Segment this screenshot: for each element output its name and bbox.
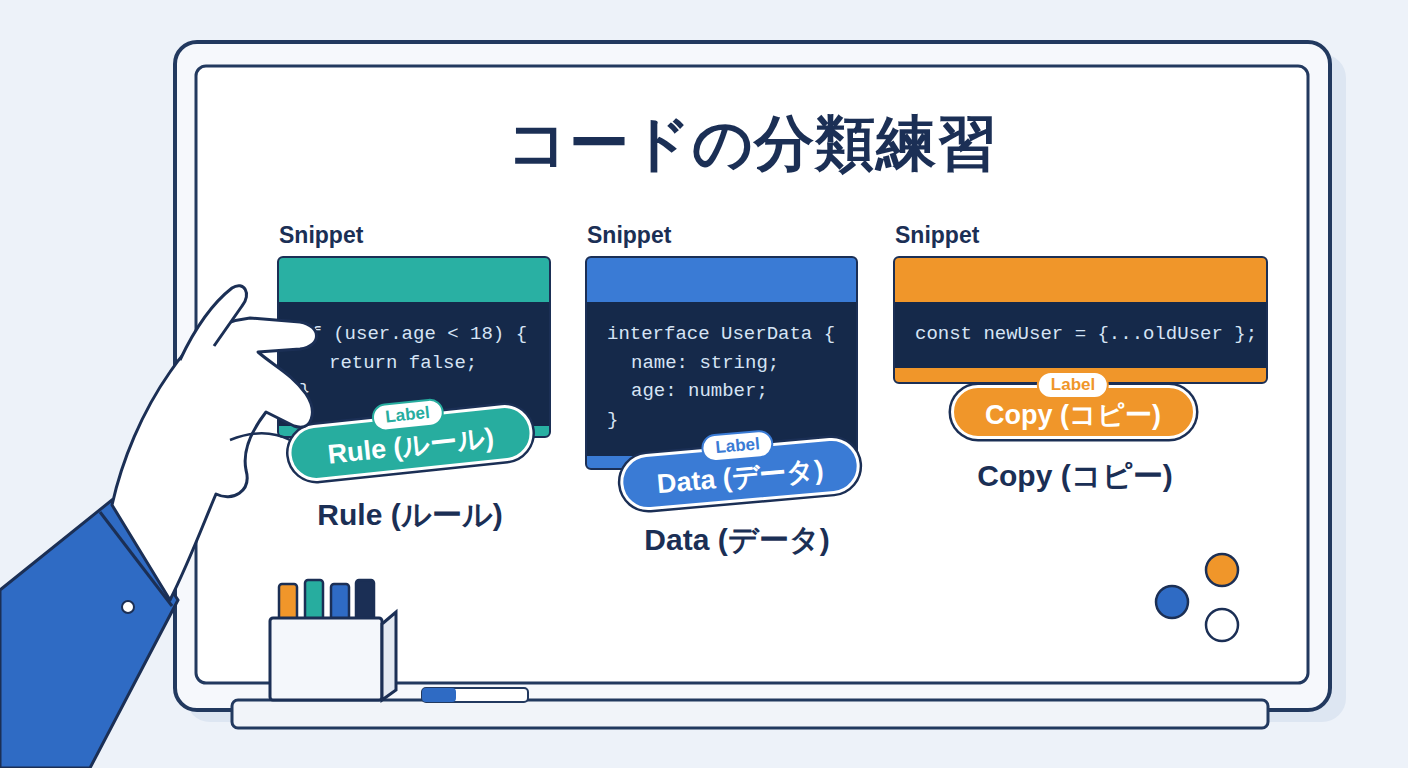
hand <box>112 318 317 600</box>
category-caption: Data (データ) <box>644 520 829 561</box>
snippet-header-band <box>895 258 1266 302</box>
magnet <box>1206 554 1238 586</box>
board-shadow <box>186 54 1346 722</box>
cuff-button <box>122 601 134 613</box>
label-pill: LabelCopy (コピー) <box>951 385 1196 439</box>
pen-cup <box>270 580 396 700</box>
category-caption: Rule (ルール) <box>317 495 502 536</box>
code-line: } <box>607 406 856 435</box>
magnet <box>1156 586 1188 618</box>
code-body: interface UserData {name: string;age: nu… <box>587 320 856 434</box>
code-line: age: number; <box>607 377 856 406</box>
eraser <box>422 688 528 702</box>
cup <box>270 618 382 700</box>
snippet-header-band <box>279 258 549 302</box>
eraser-handle <box>422 688 456 702</box>
code-line: return false; <box>299 349 549 378</box>
code-line: name: string; <box>607 349 856 378</box>
board-surface <box>196 66 1308 683</box>
category-caption: Copy (コピー) <box>977 456 1172 497</box>
snippet-heading: Snippet <box>587 222 671 249</box>
code-line: const newUser = {...oldUser }; <box>915 320 1266 349</box>
code-line: if (user.age < 18) { <box>299 320 549 349</box>
code-snippet-box: const newUser = {...oldUser };Snippet <box>893 256 1268 384</box>
label-tag: Label <box>1037 371 1109 399</box>
snippet-heading: Snippet <box>895 222 979 249</box>
code-line: interface UserData { <box>607 320 856 349</box>
snippet-heading: Snippet <box>279 222 363 249</box>
finger <box>180 286 247 360</box>
sleeve <box>0 500 178 768</box>
magnet <box>1206 609 1238 641</box>
code-body: const newUser = {...oldUser }; <box>895 320 1266 349</box>
cup-side <box>382 612 396 700</box>
code-body: if (user.age < 18) {return false;} <box>279 320 549 406</box>
finger-crease <box>230 433 290 440</box>
cuff-line <box>100 512 172 606</box>
board-frame <box>175 42 1330 710</box>
snippet-header-band <box>587 258 856 302</box>
marker-tray <box>232 700 1268 728</box>
board-title: コードの分類練習 <box>196 108 1308 180</box>
